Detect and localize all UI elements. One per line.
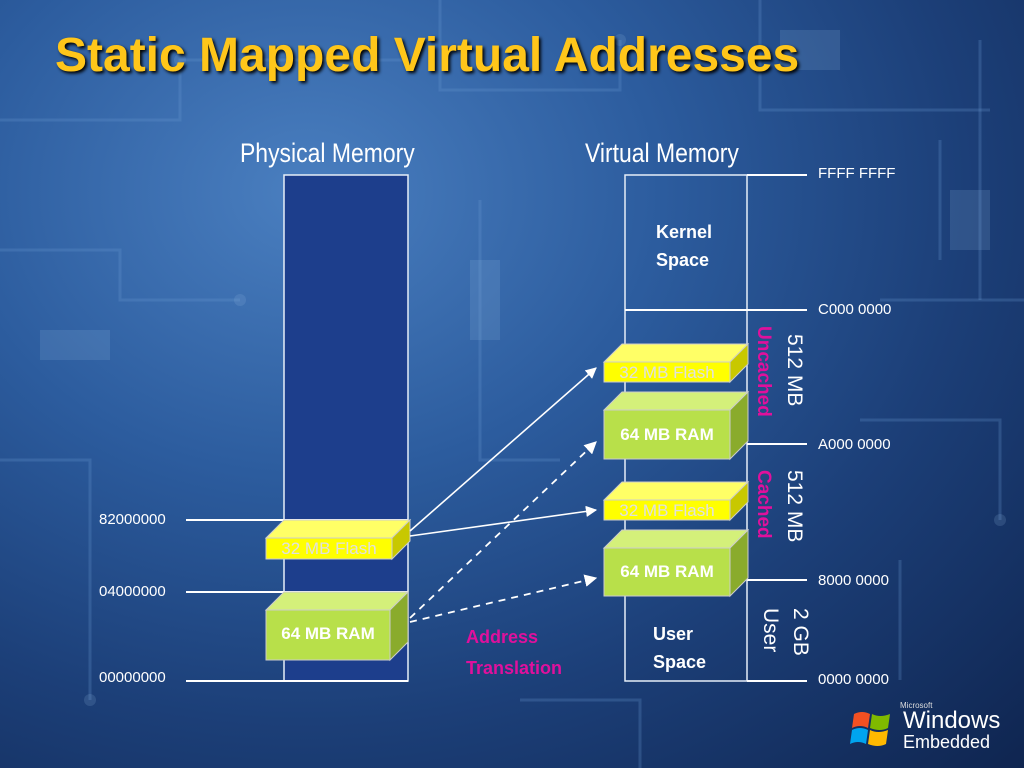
uncached-flash-box — [602, 342, 750, 384]
phys-address-82000000: 82000000 — [99, 511, 166, 528]
microsoft-logo-text: Microsoft — [900, 701, 933, 710]
cached-label: Cached — [753, 470, 774, 539]
cached-flash-box — [602, 480, 750, 522]
virtual-memory-header: Virtual Memory — [585, 138, 739, 168]
virt-address-ffffffff: FFFF FFFF — [818, 165, 896, 182]
physical-ram-label: 64 MB RAM — [281, 624, 375, 643]
uncached-ram-label: 64 MB RAM — [620, 425, 714, 444]
ram-to-cached-arrow — [409, 574, 598, 623]
windows-flag-icon — [850, 712, 890, 746]
virt-address-00000000: 0000 0000 — [818, 671, 889, 688]
phys-address-00000000: 00000000 — [99, 669, 166, 686]
cached-ram-box — [602, 528, 750, 598]
user-size-label: 2 GB — [789, 608, 812, 656]
uncached-label: Uncached — [753, 326, 774, 417]
physical-flash-box — [264, 518, 412, 561]
cached-size-label: 512 MB — [783, 470, 806, 543]
cached-ram-label: 64 MB RAM — [620, 562, 714, 581]
phys-address-04000000: 04000000 — [99, 583, 166, 600]
physical-ram-box — [264, 590, 410, 662]
virt-address-80000000: 8000 0000 — [818, 572, 889, 589]
cached-flash-label: 32 MB Flash — [619, 501, 715, 520]
windows-logo-text: Windows — [903, 707, 1001, 734]
virt-address-a0000000: A000 0000 — [818, 436, 891, 453]
physical-memory-header: Physical Memory — [240, 138, 415, 168]
ram-to-uncached-arrow — [409, 441, 597, 619]
virt-address-c0000000: C000 0000 — [818, 301, 892, 318]
uncached-ram-box — [602, 390, 750, 461]
flash-to-cached-arrow — [409, 505, 598, 537]
flash-to-uncached-arrow — [409, 367, 597, 532]
uncached-size-label: 512 MB — [783, 334, 806, 407]
user-label: User — [759, 608, 782, 653]
embedded-logo-text: Embedded — [903, 732, 991, 752]
physical-flash-label: 32 MB Flash — [281, 539, 377, 558]
slide-title: Static Mapped Virtual Addresses — [55, 29, 800, 82]
uncached-flash-label: 32 MB Flash — [619, 363, 715, 382]
